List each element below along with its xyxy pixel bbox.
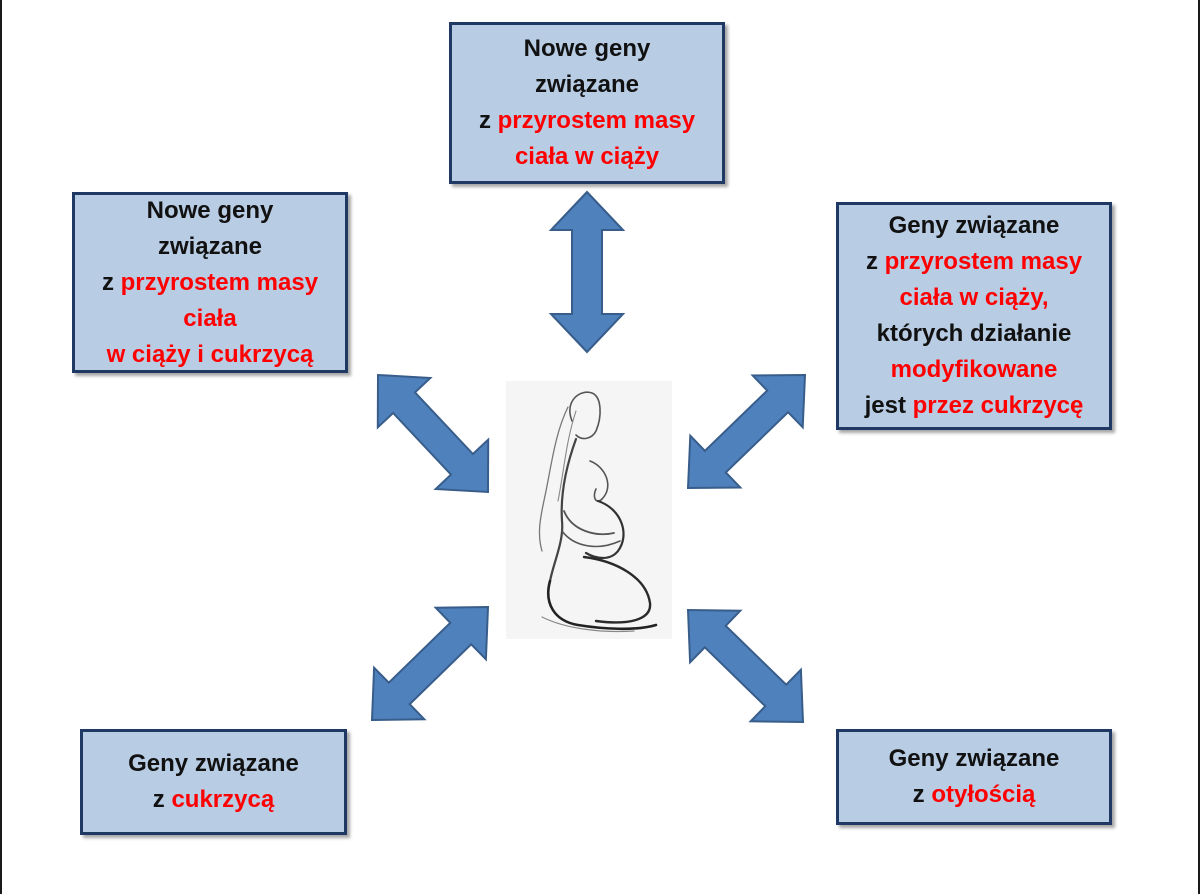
box-text-line: jest przez cukrzycę — [865, 388, 1084, 424]
arrow-top-left — [376, 373, 490, 494]
text-segment: z — [912, 781, 932, 808]
box-pregnancy-weight-gain-genes: Nowe geny związane z przyrostem masy ciała … — [449, 22, 725, 184]
left-border — [0, 0, 2, 894]
box-diabetes-genes: Geny związane z cukrzycą — [80, 729, 347, 835]
box-text-line: ciała — [183, 301, 236, 337]
text-segment: jest — [864, 392, 913, 419]
highlighted-text: przyrostem masy — [497, 107, 696, 134]
box-text-line: z cukrzycą — [153, 782, 274, 818]
box-text-line: Nowe geny — [524, 31, 651, 67]
box-text-line: z przyrostem masy — [479, 103, 695, 139]
highlighted-text: przyrostem masy — [120, 268, 319, 296]
text-segment: z — [865, 248, 885, 275]
box-text-line: z przyrostem masy — [866, 244, 1082, 280]
box-text-line: z przyrostem masy — [102, 265, 318, 301]
highlighted-text: ciała w ciąży — [514, 143, 660, 170]
box-text-line: modyfikowane — [891, 352, 1058, 388]
box-text-line: w ciąży i cukrzycą — [107, 337, 314, 373]
box-text-line: których działanie — [877, 316, 1072, 352]
box-text-line: związane — [535, 67, 639, 103]
text-segment: z — [152, 786, 172, 813]
arrow-top — [548, 190, 626, 354]
box-text-line: ciała w ciąży — [515, 139, 659, 175]
arrow-bottom-left — [370, 605, 490, 722]
highlighted-text: ciała w ciąży, — [899, 284, 1049, 311]
text-segment: związane — [534, 71, 640, 98]
box-text-line: Geny związane — [889, 208, 1060, 244]
box-text-line: Geny związane — [889, 741, 1060, 777]
box-text-line: Geny związane — [128, 746, 299, 782]
text-segment: Geny związane — [128, 750, 299, 777]
text-segment: Geny związane — [888, 745, 1060, 772]
highlighted-text: otyłością — [931, 781, 1036, 808]
arrow-top-right — [686, 373, 807, 490]
text-segment: z — [478, 107, 498, 134]
text-segment: związane — [157, 232, 263, 260]
box-text-line: związane — [158, 229, 262, 265]
highlighted-text: cukrzycą — [171, 786, 275, 813]
right-border — [1198, 0, 1200, 894]
highlighted-text: przez cukrzycę — [912, 392, 1084, 419]
highlighted-text: modyfikowane — [890, 356, 1058, 383]
highlighted-text: przyrostem masy — [884, 248, 1083, 275]
highlighted-text: w ciąży i cukrzycą — [106, 340, 314, 368]
text-segment: Nowe geny — [146, 196, 274, 224]
arrow-bottom-right — [686, 608, 805, 724]
box-text-line: Nowe geny — [147, 193, 274, 229]
box-obesity-genes: Geny związane z otyłością — [836, 729, 1112, 825]
pregnant-woman-sketch-image — [506, 381, 672, 639]
text-segment: Nowe geny — [523, 35, 651, 62]
text-segment: z — [101, 268, 121, 296]
box-weight-gain-and-diabetes-genes: Nowe geny związane z przyrostem masy ciała w… — [72, 192, 348, 373]
text-segment: Geny związane — [888, 212, 1060, 239]
box-text-line: z otyłością — [913, 777, 1036, 813]
text-segment: których działanie — [876, 320, 1072, 347]
box-text-line: ciała w ciąży, — [900, 280, 1049, 316]
highlighted-text: ciała — [183, 304, 237, 332]
